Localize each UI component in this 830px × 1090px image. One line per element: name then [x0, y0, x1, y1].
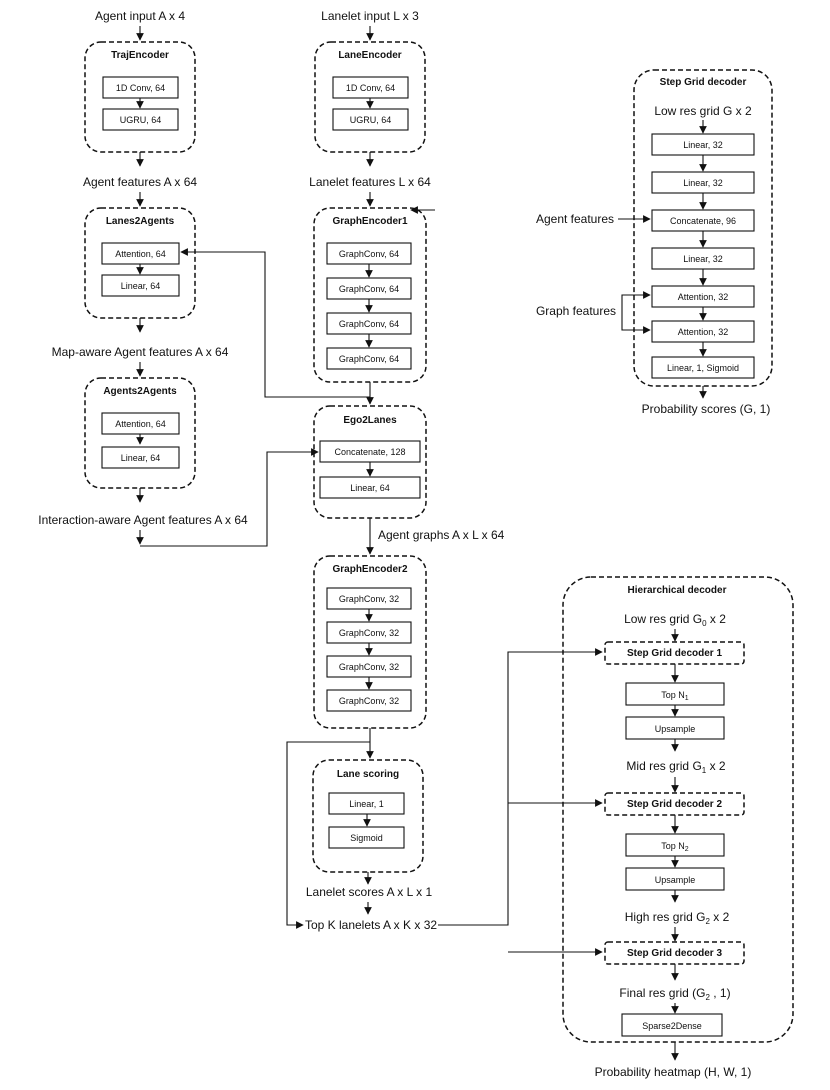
final-res-grid-label: Final res grid (G2 , 1) — [619, 986, 730, 1002]
probability-scores-label: Probability scores (G, 1) — [642, 402, 771, 416]
traj-encoder-layer: UGRU, 64 — [120, 115, 162, 125]
mid-res-grid-label: Mid res grid G1 x 2 — [626, 759, 725, 775]
lanelet-features-label: Lanelet features L x 64 — [309, 175, 431, 189]
agents2agents-title: Agents2Agents — [103, 386, 177, 397]
agents2agents-layer: Attention, 64 — [115, 419, 166, 429]
graph-encoder2-layer: GraphConv, 32 — [339, 662, 399, 672]
step-grid-layer: Linear, 32 — [683, 254, 723, 264]
hierarchical-decoder-block: Hierarchical decoder Low res grid G0 x 2… — [562, 576, 794, 1043]
step-grid-layer: Linear, 32 — [683, 178, 723, 188]
interaction-aware-label: Interaction-aware Agent features A x 64 — [38, 513, 248, 527]
ego2lanes-layer: Linear, 64 — [350, 483, 390, 493]
step-grid-layer: Linear, 32 — [683, 140, 723, 150]
ego2lanes-title: Ego2Lanes — [343, 415, 397, 426]
agent-features-label: Agent features A x 64 — [83, 175, 197, 189]
lanes2agents-layer: Linear, 64 — [121, 281, 161, 291]
graph-encoder1-title: GraphEncoder1 — [332, 216, 407, 227]
step-grid-layer: Linear, 1, Sigmoid — [667, 363, 739, 373]
lane-scoring-block: Lane scoring Linear, 1 Sigmoid — [312, 759, 424, 873]
sparse2dense-layer: Sparse2Dense — [642, 1021, 702, 1031]
lane-encoder-layer: 1D Conv, 64 — [346, 83, 395, 93]
lanes2agents-title: Lanes2Agents — [106, 216, 175, 227]
graph-encoder2-layer: GraphConv, 32 — [339, 628, 399, 638]
lane-encoder-block: LaneEncoder 1D Conv, 64 UGRU, 64 — [314, 41, 426, 153]
graph-encoder2-layer: GraphConv, 32 — [339, 696, 399, 706]
traj-encoder-layer: 1D Conv, 64 — [116, 83, 165, 93]
probability-heatmap-label: Probability heatmap (H, W, 1) — [595, 1065, 752, 1079]
ego2lanes-block: Ego2Lanes Concatenate, 128 Linear, 64 — [313, 405, 427, 519]
step-grid-decoder-3: Step Grid decoder 3 — [627, 948, 722, 959]
lane-encoder-layer: UGRU, 64 — [350, 115, 392, 125]
upsample-1-layer: Upsample — [655, 724, 696, 734]
traj-encoder-title: TrajEncoder — [111, 50, 169, 61]
top-n1-layer: Top N1 — [661, 690, 689, 702]
agent-features-input-label: Agent features — [536, 212, 614, 226]
graph-encoder2-layer: GraphConv, 32 — [339, 594, 399, 604]
step-grid-title: Step Grid decoder — [660, 77, 747, 88]
lanes2agents-block: Lanes2Agents Attention, 64 Linear, 64 — [84, 207, 196, 319]
lane-encoder-title: LaneEncoder — [338, 50, 401, 61]
upsample-2-layer: Upsample — [655, 875, 696, 885]
graph-encoder1-layer: GraphConv, 64 — [339, 354, 399, 364]
agent-input-label: Agent input A x 4 — [95, 9, 185, 23]
graph-encoder1-block: GraphEncoder1 GraphConv, 64 GraphConv, 6… — [313, 207, 427, 383]
map-aware-label: Map-aware Agent features A x 64 — [52, 345, 229, 359]
lanes2agents-layer: Attention, 64 — [115, 249, 166, 259]
graph-features-input-label: Graph features — [536, 304, 616, 318]
hierarchical-title: Hierarchical decoder — [628, 585, 727, 596]
lanelet-scores-label: Lanelet scores A x L x 1 — [306, 885, 433, 899]
lanelet-input-label: Lanelet input L x 3 — [321, 9, 419, 23]
lane-scoring-layer: Linear, 1 — [349, 799, 384, 809]
top-k-label: Top K lanelets A x K x 32 — [305, 918, 437, 932]
low-res-grid-label: Low res grid G0 x 2 — [624, 612, 726, 628]
lane-scoring-title: Lane scoring — [337, 769, 399, 780]
step-grid-decoder-block: Step Grid decoder Low res grid G x 2 Lin… — [633, 69, 773, 387]
graph-encoder1-layer: GraphConv, 64 — [339, 319, 399, 329]
step-grid-decoder-1: Step Grid decoder 1 — [627, 648, 722, 659]
graph-encoder1-layer: GraphConv, 64 — [339, 249, 399, 259]
step-grid-layer: Concatenate, 96 — [670, 216, 736, 226]
graph-encoder1-layer: GraphConv, 64 — [339, 284, 399, 294]
ego2lanes-layer: Concatenate, 128 — [334, 447, 405, 457]
step-grid-input-label: Low res grid G x 2 — [654, 104, 752, 118]
high-res-grid-label: High res grid G2 x 2 — [625, 910, 730, 926]
agents2agents-block: Agents2Agents Attention, 64 Linear, 64 — [84, 377, 196, 489]
graph-encoder2-block: GraphEncoder2 GraphConv, 32 GraphConv, 3… — [313, 555, 427, 729]
step-grid-layer: Attention, 32 — [678, 327, 729, 337]
agent-graphs-label: Agent graphs A x L x 64 — [378, 528, 505, 542]
agents2agents-layer: Linear, 64 — [121, 453, 161, 463]
step-grid-decoder-2: Step Grid decoder 2 — [627, 799, 722, 810]
top-n2-layer: Top N2 — [661, 841, 689, 853]
graph-encoder2-title: GraphEncoder2 — [332, 564, 407, 575]
lane-scoring-layer: Sigmoid — [350, 833, 383, 843]
traj-encoder-block: TrajEncoder 1D Conv, 64 UGRU, 64 — [84, 41, 196, 153]
step-grid-layer: Attention, 32 — [678, 292, 729, 302]
